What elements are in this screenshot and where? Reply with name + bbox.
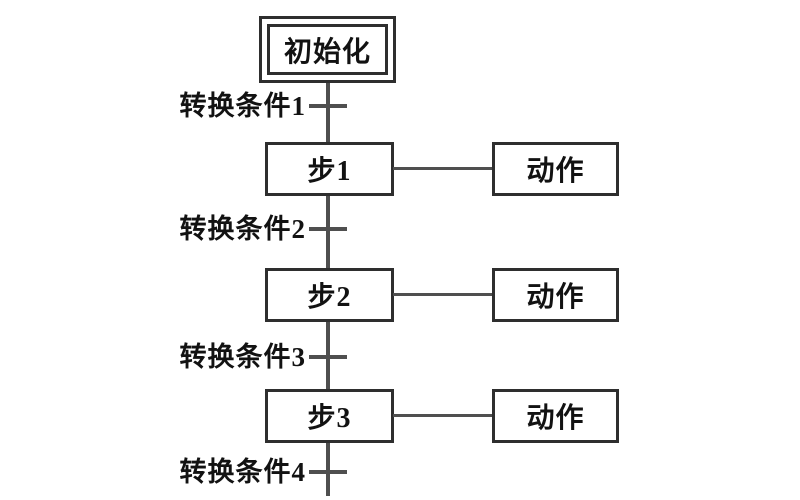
step-label-2: 步2 [307, 282, 352, 313]
action-label-1: 动作 [526, 156, 585, 187]
action-box-2: 动作 [492, 268, 619, 322]
flow-line-init-to-step1 [326, 83, 330, 142]
connector-step2-action [393, 293, 492, 296]
flow-line-step3-exit [326, 443, 330, 496]
transition-tick-4 [309, 470, 347, 474]
transition-tick-2 [309, 227, 347, 231]
flow-line-step1-to-step2 [326, 196, 330, 268]
connector-step1-action [393, 167, 492, 170]
action-box-3: 动作 [492, 389, 619, 443]
initial-step-box: 初始化 [259, 16, 396, 83]
transition-tick-1 [309, 104, 347, 108]
step-box-3: 步3 [265, 389, 394, 443]
initial-step-label: 初始化 [283, 36, 371, 68]
initial-step-inner-box: 初始化 [267, 24, 388, 75]
transition-label-3: 转换条件3 [179, 342, 306, 372]
connector-step3-action [393, 414, 492, 417]
transition-label-4: 转换条件4 [179, 457, 306, 487]
transition-label-2: 转换条件2 [179, 214, 306, 244]
step-label-1: 步1 [307, 156, 352, 187]
action-box-1: 动作 [492, 142, 619, 196]
step-box-2: 步2 [265, 268, 394, 322]
action-label-3: 动作 [526, 403, 585, 434]
action-label-2: 动作 [526, 282, 585, 313]
step-box-1: 步1 [265, 142, 394, 196]
transition-label-1: 转换条件1 [179, 91, 306, 121]
step-label-3: 步3 [307, 403, 352, 434]
transition-tick-3 [309, 355, 347, 359]
